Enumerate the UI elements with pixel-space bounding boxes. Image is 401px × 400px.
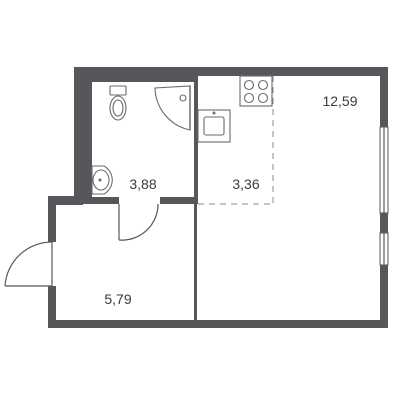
area-label-kitchen: 3,36	[232, 176, 259, 192]
toilet-icon	[109, 85, 127, 121]
kitchen-sink-icon	[197, 109, 231, 143]
entry-door-swing	[4, 241, 53, 287]
stove-icon	[239, 75, 273, 107]
bathroom-fixtures	[91, 85, 191, 195]
wall-right-top	[380, 67, 388, 127]
bathroom-left-wall	[83, 76, 92, 204]
interior-walls	[83, 76, 198, 328]
wall-right-middle	[380, 213, 388, 233]
hallway-partition	[194, 204, 197, 328]
wall-left-upper	[74, 67, 83, 205]
area-label-bathroom: 3,88	[129, 176, 156, 192]
sink-icon	[91, 165, 113, 195]
bathroom-bottom-wall-right	[160, 197, 198, 204]
wall-bottom	[48, 320, 388, 328]
wall-top	[74, 67, 388, 76]
windows	[379, 126, 389, 266]
wall-step-horizontal	[48, 196, 83, 205]
area-label-living: 12,59	[322, 93, 357, 109]
shower-icon	[154, 85, 191, 131]
bathroom-door-swing	[118, 203, 159, 241]
zone-lines	[198, 76, 274, 205]
kitchen-fixtures	[197, 75, 273, 143]
bathroom-bottom-wall-left	[83, 197, 119, 204]
area-label-hallway: 5,79	[104, 291, 131, 307]
wall-left-bottom	[48, 286, 56, 328]
bathroom-right-wall	[194, 76, 198, 204]
wall-left-lower-stub	[48, 196, 56, 242]
bathroom-top-wall	[83, 76, 198, 82]
doors	[4, 203, 159, 287]
wall-right-bottom	[380, 265, 388, 328]
outer-walls	[48, 67, 388, 328]
